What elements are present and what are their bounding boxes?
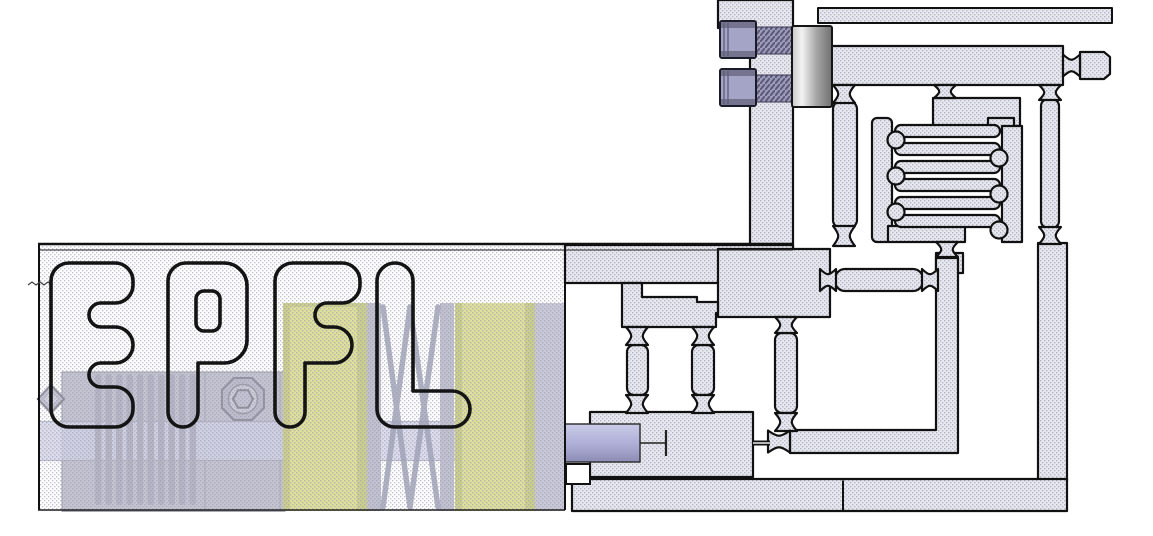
right-column [1036,241,1069,483]
double-neck-link [833,267,925,293]
notch-hinge [690,393,716,415]
notch-hinge [831,83,857,105]
meander-ball-joint [989,220,1009,240]
details [27,242,844,511]
notch-hinge [624,393,650,415]
screw-thread [754,74,794,103]
epfl-letter-p-hole [194,289,222,333]
shaft-notch [565,463,591,485]
screw-head [719,68,757,107]
epfl-engraving [49,261,472,429]
meander-finger [893,195,1002,211]
meander-ball-joint [989,184,1009,204]
notch-hinge [773,411,799,433]
drive-shaft-end [564,423,641,463]
meander-finger [893,159,1002,175]
spacer-cylinder [791,25,833,108]
epfl-letter-l [375,261,472,429]
top-strip [817,7,1113,24]
screw-head-edge [721,22,755,28]
screw-head-edge [721,51,755,57]
notch-hinge [932,83,958,100]
notch-hinge [1037,225,1063,246]
epfl-cover-plate [38,243,565,511]
notch-hinge [1061,53,1082,78]
meander-ball-joint [886,166,906,186]
input-bracket [620,281,720,329]
notch-hinge-links [624,53,1082,454]
parallelogram-link-left [625,343,650,397]
notch-hinge [773,315,799,335]
parallelogram-link-right [690,343,716,397]
clamp-screws [719,20,833,108]
screw-head-edge [721,99,755,105]
notch-hinge [624,325,650,347]
meander-ball-joint [886,130,906,150]
meander-foot [886,224,967,244]
meander-finger [893,213,1002,229]
epfl-letter-p [166,261,249,429]
notch-hinge [920,267,940,293]
notch-hinge [766,429,792,454]
meander-ball-joint [989,148,1009,168]
screw-thread [754,26,794,55]
meander-ball-joint [886,202,906,222]
notch-hinge [934,240,960,259]
epfl-letter-f [273,261,362,429]
flexure-link-right [1039,97,1061,230]
meander-flexure-spring [870,96,1024,244]
bottom-band [570,477,1069,513]
thread-relief-mark [27,281,53,286]
notch-hinge [831,224,857,248]
meander-finger [893,177,1002,193]
screw-head-edge [721,70,755,76]
meander-finger [893,141,1002,157]
long-vertical-link [773,331,799,415]
flexure-frame [563,0,1113,513]
meander-finger [893,123,1002,139]
frame-chunk [716,247,832,319]
beam-stub [1078,50,1112,81]
epfl-letter-e [49,261,135,429]
notch-hinge [818,267,838,293]
notch-hinge [690,325,716,347]
notch-hinge [1037,83,1063,102]
main-beam [829,44,1065,87]
flexure-link-left [831,99,859,230]
screw-head [719,20,757,59]
